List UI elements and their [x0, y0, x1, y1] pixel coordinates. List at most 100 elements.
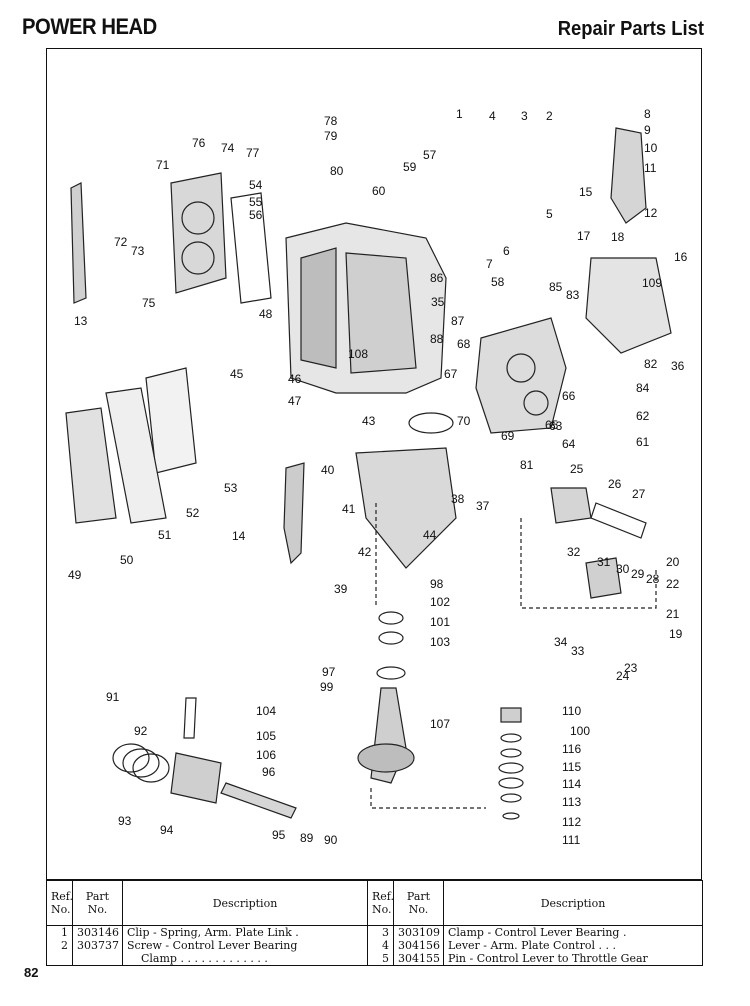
piston	[170, 752, 222, 804]
callout: 26	[608, 477, 622, 491]
callout: 16	[674, 250, 688, 264]
description-cell: Lever - Arm. Plate Control . . .	[448, 939, 616, 952]
callout: 28	[646, 572, 660, 586]
callout-labels: 1 2 3 4 5 6 7 8 9 10 11 12 13 14 15 16 1…	[68, 107, 688, 847]
table-row: 1 2 303146 303737 Clip - Spring, Arm. Pl…	[46, 925, 703, 966]
diagram-frame	[46, 48, 702, 880]
callout: 32	[567, 545, 581, 559]
callout: 76	[192, 136, 206, 150]
callout: 18	[611, 230, 625, 244]
callout: 64	[562, 437, 576, 451]
callout: 31	[597, 555, 611, 569]
callout: 85	[549, 280, 563, 294]
callout: 106	[256, 748, 276, 762]
callout: 50	[120, 553, 134, 567]
callout: 12	[644, 206, 658, 220]
callout: 116	[562, 742, 581, 756]
bearing-cage	[355, 447, 457, 569]
description-cell: Pin - Control Lever to Throttle Gear	[448, 952, 648, 965]
col-header-part-no: Part No.	[393, 880, 444, 926]
callout: 96	[262, 765, 276, 779]
ref-cell: 5	[382, 952, 389, 965]
callout: 98	[430, 577, 444, 591]
callout: 1	[456, 107, 463, 121]
callout: 42	[358, 545, 372, 559]
callout: 14	[232, 529, 246, 543]
ref-cell: 2	[61, 939, 68, 952]
callout: 53	[224, 481, 238, 495]
part-cell: 304156	[398, 939, 440, 952]
col-header-part-no: Part No.	[72, 880, 123, 926]
callout: 9	[644, 123, 651, 137]
callout: 100	[570, 724, 590, 738]
callout: 81	[520, 458, 534, 472]
callout: 45	[230, 367, 244, 381]
callout: 114	[562, 777, 581, 791]
callout: 78	[324, 114, 338, 128]
callout: 82	[644, 357, 658, 371]
callout: 86	[430, 271, 444, 285]
description-cell: Clamp . . . . . . . . . . . . .	[141, 952, 268, 965]
list-title: Repair Parts List	[557, 18, 704, 40]
callout: 39	[334, 582, 348, 596]
callout: 29	[631, 567, 645, 581]
callout: 73	[131, 244, 145, 258]
callout: 36	[671, 359, 685, 373]
description-cell: Screw - Control Lever Bearing	[127, 939, 298, 952]
ref-cell: 1	[61, 926, 68, 939]
callout: 70	[457, 414, 471, 428]
callout: 69	[501, 429, 515, 443]
callout: 112	[562, 815, 581, 829]
callout: 47	[288, 394, 302, 408]
callout: 54	[249, 178, 263, 192]
callout: 2	[546, 109, 553, 123]
col-header-description: Description	[443, 880, 703, 926]
callout: 113	[562, 795, 581, 809]
callout: 66	[562, 389, 576, 403]
exhaust-cover	[65, 407, 117, 524]
callout: 37	[476, 499, 490, 513]
callout: 15	[579, 185, 593, 199]
part-cell: 304155	[398, 952, 440, 965]
callout: 91	[106, 690, 120, 704]
callout: 94	[160, 823, 174, 837]
callout: 61	[636, 435, 650, 449]
callout: 13	[74, 314, 88, 328]
callout: 108	[348, 347, 368, 361]
callout: 65	[545, 418, 559, 432]
part-cell: 303109	[398, 926, 440, 939]
callout: 52	[186, 506, 200, 520]
part-cell: 303737	[77, 939, 119, 952]
callout: 48	[259, 307, 273, 321]
callout: 89	[300, 831, 314, 845]
part-cell: 303146	[77, 926, 119, 939]
callout: 34	[554, 635, 568, 649]
callout: 11	[644, 161, 657, 175]
callout: 83	[566, 288, 580, 302]
callout: 5	[546, 207, 553, 221]
callout: 115	[562, 760, 581, 774]
callout: 101	[430, 615, 450, 629]
callout: 40	[321, 463, 335, 477]
callout: 4	[489, 109, 496, 123]
connecting-rod	[220, 782, 297, 819]
callout: 41	[342, 502, 356, 516]
crankcase	[475, 317, 567, 434]
callout: 79	[324, 129, 338, 143]
callout: 90	[324, 833, 338, 847]
callout: 88	[430, 332, 444, 346]
callout: 97	[322, 665, 336, 679]
exploded-parts-diagram: 1 2 3 4 5 6 7 8 9 10 11 12 13 14 15 16 1…	[65, 107, 688, 847]
callout: 30	[616, 562, 630, 576]
callout: 74	[221, 141, 235, 155]
callout: 22	[666, 577, 680, 591]
callout: 6	[503, 244, 510, 258]
section-title: POWER HEAD	[22, 14, 157, 39]
callout: 67	[444, 367, 458, 381]
callout: 63	[549, 419, 563, 433]
callout: 49	[68, 568, 82, 582]
callout: 3	[521, 109, 528, 123]
callout: 44	[423, 528, 437, 542]
parts-table: Ref. No. Part No. Description Ref. No. P…	[46, 880, 703, 966]
callout: 102	[430, 595, 450, 609]
